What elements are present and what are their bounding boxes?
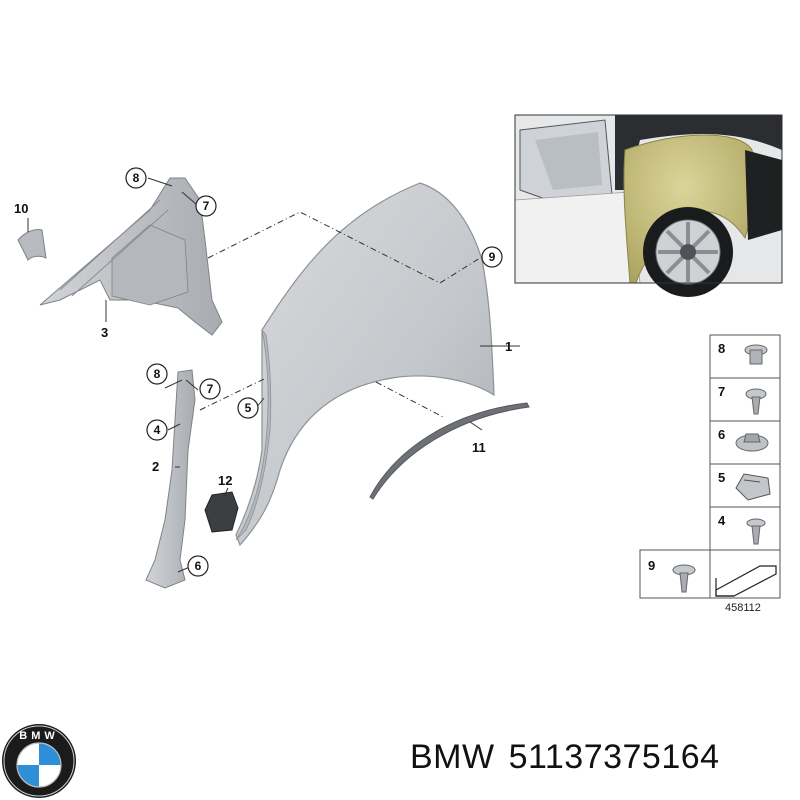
curved-trim-piece bbox=[17, 229, 47, 261]
label-12: 12 bbox=[218, 473, 232, 488]
mounting-arrow-icon bbox=[715, 565, 777, 597]
callout-6: 6 bbox=[187, 555, 209, 577]
legend-row-4: 4 bbox=[718, 513, 726, 528]
leader-lines bbox=[199, 211, 481, 419]
callout-4: 4 bbox=[146, 419, 168, 441]
clip-8-icon bbox=[744, 344, 768, 365]
vehicle-photo-inset bbox=[514, 114, 783, 297]
fender-panel bbox=[235, 182, 495, 547]
rubber-block bbox=[204, 491, 239, 533]
fastener-legend: 8 7 6 5 4 9 bbox=[639, 334, 781, 614]
nut-6-icon bbox=[735, 433, 769, 452]
label-2: 2 bbox=[152, 459, 159, 474]
diagram-reference-number: 458112 bbox=[725, 602, 761, 614]
svg-text:9: 9 bbox=[489, 250, 496, 264]
caption-part-number: 51137375164 bbox=[508, 738, 720, 776]
svg-text:4: 4 bbox=[154, 423, 161, 437]
part-caption: BMW 51137375164 bbox=[410, 738, 734, 777]
label-10: 10 bbox=[14, 201, 28, 216]
legend-row-8: 8 bbox=[718, 341, 725, 356]
bmw-logo: BMW bbox=[2, 724, 76, 798]
callout-8-lower: 8 bbox=[146, 363, 168, 385]
svg-text:8: 8 bbox=[133, 171, 140, 185]
svg-text:5: 5 bbox=[245, 401, 252, 415]
svg-text:7: 7 bbox=[203, 199, 210, 213]
legend-row-9: 9 bbox=[648, 558, 655, 573]
svg-text:8: 8 bbox=[154, 367, 161, 381]
clip-nut-5-icon bbox=[735, 473, 771, 501]
legend-row-6: 6 bbox=[718, 427, 725, 442]
bmw-logo-lettering: BMW bbox=[19, 730, 59, 742]
bracket-box bbox=[111, 224, 189, 306]
bracket-rib bbox=[59, 199, 169, 297]
caption-brand: BMW bbox=[410, 738, 495, 776]
svg-text:6: 6 bbox=[195, 559, 202, 573]
wheel-arch-trim bbox=[369, 402, 530, 500]
callout-5: 5 bbox=[237, 397, 259, 419]
label-11: 11 bbox=[472, 440, 486, 455]
legend-row-7: 7 bbox=[718, 384, 725, 399]
label-1: 1 bbox=[505, 339, 512, 354]
screw-4-icon bbox=[746, 518, 766, 545]
label-3: 3 bbox=[101, 325, 108, 340]
screw-9-icon bbox=[672, 564, 696, 593]
fender-edge-strip bbox=[235, 329, 272, 541]
svg-text:7: 7 bbox=[207, 382, 214, 396]
screw-7-icon bbox=[745, 388, 767, 415]
callout-9: 9 bbox=[481, 246, 503, 268]
vertical-bracket bbox=[145, 369, 196, 589]
callout-7-top: 7 bbox=[195, 195, 217, 217]
legend-row-5: 5 bbox=[718, 470, 725, 485]
callout-8-top: 8 bbox=[125, 167, 147, 189]
callout-7-lower: 7 bbox=[199, 378, 221, 400]
